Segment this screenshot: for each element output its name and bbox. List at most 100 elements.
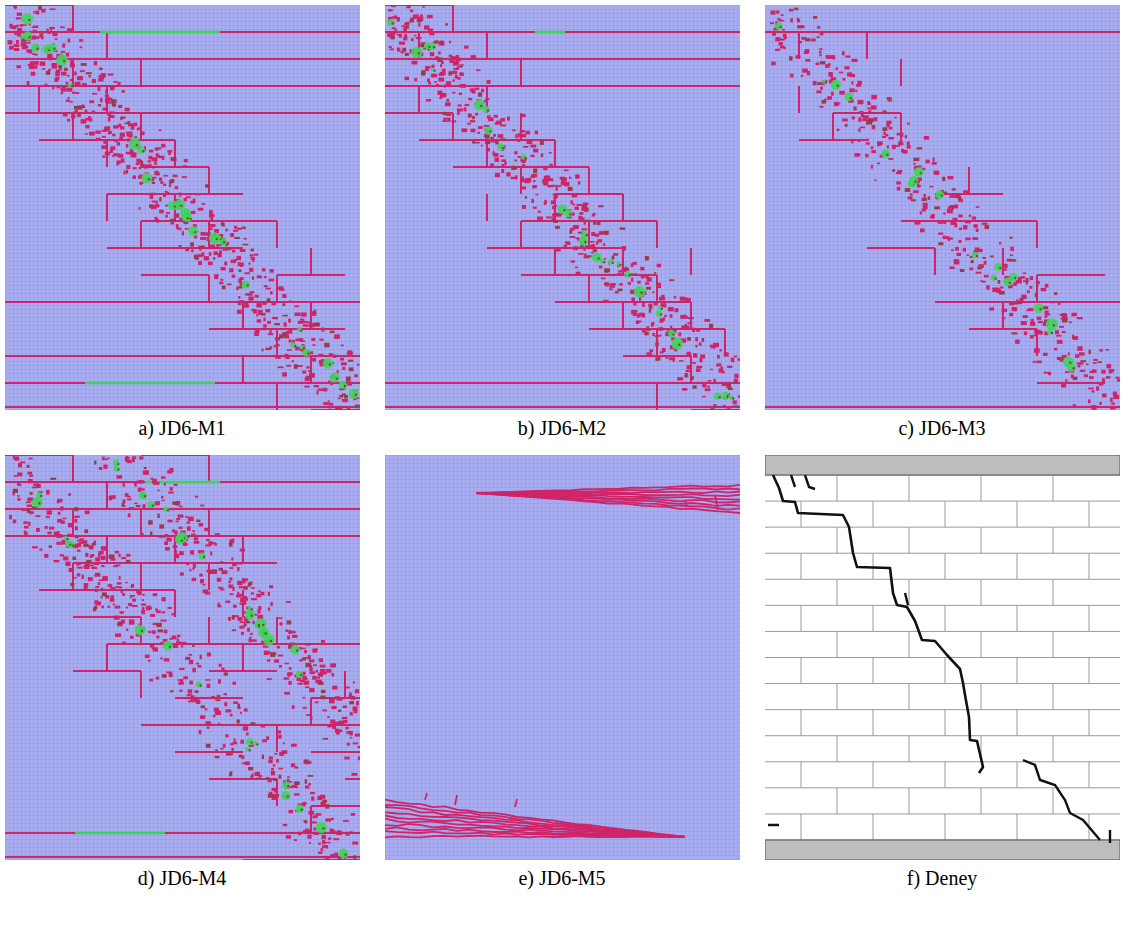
drawing-part bbox=[670, 314, 673, 317]
drawing-part bbox=[140, 563, 142, 590]
drawing-part bbox=[523, 146, 528, 148]
drawing-part bbox=[312, 358, 316, 362]
drawing-part bbox=[347, 382, 352, 386]
bed-joint-crack bbox=[85, 382, 215, 385]
drawing-part bbox=[817, 26, 820, 29]
drawing-part bbox=[949, 267, 954, 269]
drawing-part bbox=[657, 264, 661, 268]
drawing-part bbox=[522, 205, 526, 209]
drawing-part bbox=[960, 269, 965, 272]
drawing-part bbox=[526, 178, 532, 182]
drawing-part bbox=[656, 329, 658, 356]
drawing-part bbox=[1050, 302, 1055, 304]
drawing-part bbox=[219, 282, 223, 284]
drawing-part bbox=[301, 339, 303, 341]
drawing-part bbox=[32, 53, 36, 55]
drawing-part bbox=[669, 279, 674, 281]
drawing-part bbox=[920, 172, 922, 174]
drawing-part bbox=[89, 132, 95, 136]
drawing-part bbox=[61, 51, 65, 53]
drawing-part bbox=[900, 59, 902, 86]
drawing-part bbox=[1002, 309, 1007, 312]
drawing-part bbox=[106, 102, 111, 104]
drawing-part bbox=[242, 244, 248, 246]
drawing-part bbox=[1018, 280, 1022, 284]
drawing-part bbox=[524, 157, 526, 159]
drawing-part bbox=[328, 380, 330, 382]
drawing-part bbox=[705, 319, 710, 321]
drawing-part bbox=[797, 25, 803, 28]
drawing-part bbox=[577, 204, 583, 206]
drawing-part bbox=[70, 63, 74, 66]
drawing-part bbox=[662, 348, 666, 352]
drawing-part bbox=[113, 125, 119, 128]
drawing-part bbox=[476, 69, 481, 71]
drawing-part bbox=[255, 295, 259, 298]
drawing-part bbox=[965, 238, 967, 241]
drawing-part bbox=[159, 178, 162, 181]
drawing-part bbox=[932, 162, 937, 165]
drawing-part bbox=[807, 71, 810, 75]
drawing-part bbox=[180, 205, 182, 207]
drawing-part bbox=[157, 219, 159, 223]
drawing-part bbox=[220, 279, 223, 281]
drawing-part bbox=[294, 345, 296, 347]
drawing-part bbox=[493, 134, 496, 137]
drawing-part bbox=[1099, 403, 1101, 405]
drawing-part bbox=[1036, 275, 1038, 302]
drawing-part bbox=[965, 220, 971, 223]
drawing-part bbox=[532, 186, 534, 188]
drawing-part bbox=[604, 268, 610, 272]
drawing-part bbox=[64, 68, 68, 71]
drawing-part bbox=[250, 291, 255, 293]
drawing-part bbox=[257, 319, 261, 322]
drawing-part bbox=[278, 367, 284, 369]
drawing-part bbox=[656, 221, 658, 248]
drawing-part bbox=[311, 338, 315, 341]
drawing-part bbox=[484, 100, 487, 102]
drawing-part bbox=[270, 269, 274, 272]
drawing-part bbox=[865, 154, 868, 158]
drawing-part bbox=[549, 152, 552, 154]
drawing-part bbox=[485, 141, 490, 144]
drawing-part bbox=[208, 262, 213, 266]
drawing-part bbox=[490, 163, 494, 166]
drawing-part bbox=[139, 207, 141, 209]
drawing-part bbox=[1079, 352, 1085, 355]
drawing-part bbox=[38, 86, 40, 113]
drawing-part bbox=[148, 178, 150, 180]
drawing-part bbox=[940, 194, 942, 196]
drawing-part bbox=[262, 268, 265, 271]
drawing-part bbox=[416, 37, 422, 39]
drawing-part bbox=[495, 173, 500, 177]
drawing-part bbox=[61, 88, 66, 91]
drawing-part bbox=[1045, 314, 1048, 318]
drawing-part bbox=[672, 333, 674, 335]
drawing-part bbox=[699, 342, 702, 345]
drawing-part bbox=[1096, 386, 1099, 390]
drawing-part bbox=[858, 140, 861, 142]
drawing-part bbox=[850, 97, 852, 99]
drawing-part bbox=[151, 205, 157, 209]
drawing-part bbox=[514, 159, 517, 161]
drawing-part bbox=[517, 139, 520, 142]
drawing-part bbox=[1098, 361, 1102, 363]
drawing-part bbox=[425, 68, 429, 71]
drawing-part bbox=[182, 231, 184, 235]
drawing-part bbox=[570, 200, 572, 203]
drawing-part bbox=[1069, 362, 1071, 364]
drawing-part bbox=[533, 149, 538, 153]
drawing-part bbox=[487, 148, 490, 152]
drawing-part bbox=[798, 41, 802, 43]
drawing-part bbox=[295, 312, 301, 316]
drawing-part bbox=[584, 221, 586, 224]
drawing-part bbox=[1107, 364, 1112, 368]
drawing-part bbox=[452, 5, 454, 32]
drawing-part bbox=[105, 95, 109, 98]
drawing-part bbox=[1017, 301, 1022, 304]
drawing-part bbox=[168, 152, 171, 155]
drawing-part bbox=[452, 79, 454, 82]
drawing-part bbox=[441, 93, 446, 97]
drawing-part bbox=[342, 367, 345, 370]
drawing-part bbox=[179, 192, 181, 196]
